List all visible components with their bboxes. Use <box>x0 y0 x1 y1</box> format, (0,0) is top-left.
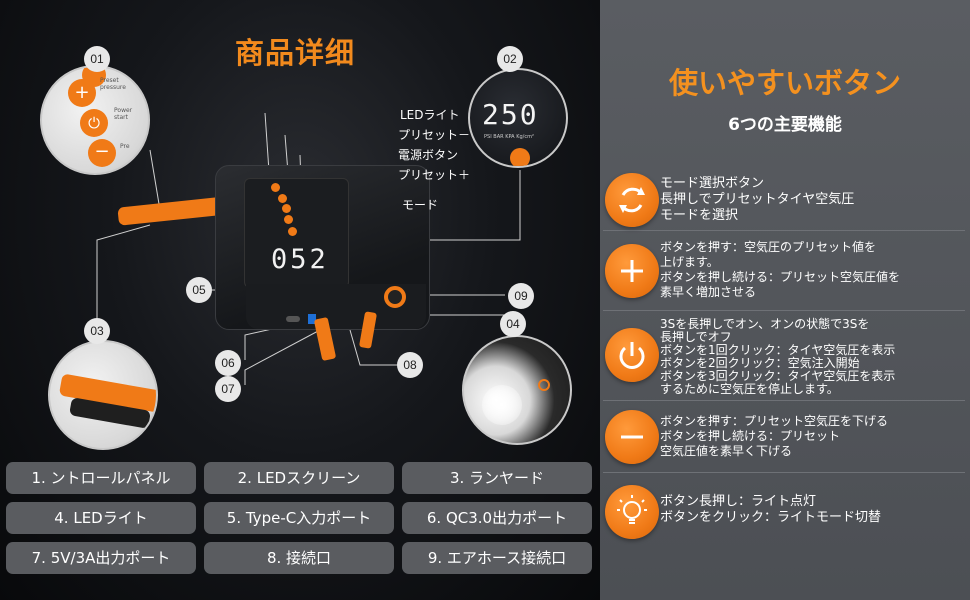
power-icon <box>605 328 659 382</box>
zoom-led-light <box>462 335 572 445</box>
led-indicator <box>538 379 550 391</box>
unit-kgcm: Kg/cm² <box>516 134 534 140</box>
unit-kpa: KPA <box>505 134 515 140</box>
callout-09: 09 <box>508 283 534 309</box>
feature-mode-text: モード選択ボタン 長押しでプリセットタイヤ空気圧 モードを選択 <box>660 176 855 223</box>
label-power-button: 電源ボタン <box>398 148 459 162</box>
air-hose-port <box>384 286 406 308</box>
features-subtitle: 6つの主要機能 <box>728 115 842 135</box>
features-title: 使いやすいボタン <box>668 66 901 100</box>
btn-led <box>271 183 280 192</box>
label-led-light: LEDライト <box>400 108 460 122</box>
spec-pill-5: 5. Type-C入力ポート <box>204 502 394 534</box>
feature-divider-3 <box>603 400 965 401</box>
usb-a-port <box>308 314 316 324</box>
label-preset-plus: プリセット＋ <box>398 168 471 182</box>
features-panel: 使いやすいボタン 6つの主要機能 <box>600 0 970 600</box>
power-zoom-button: ⏻ <box>80 109 108 137</box>
callout-02: 02 <box>497 46 523 72</box>
zoom-label-power: Power start <box>114 107 133 121</box>
callout-04: 04 <box>500 311 526 337</box>
feature-light-text: ボタン長押し：ライト点灯 ボタンをクリック：ライトモード切替 <box>660 494 882 525</box>
product-detail-panel: 商品详细 + ⏻ − Preset pressure Power sta <box>0 0 600 600</box>
preset-plus-zoom-button: + <box>68 79 96 107</box>
led-glow <box>482 385 522 425</box>
spec-pill-6: 6. QC3.0出力ポート <box>402 502 592 534</box>
lightbulb-icon <box>605 485 659 539</box>
feature-plus-text: ボタンを押す：空気圧のプリセット値を 上げます。 ボタンを押し続ける：プリセット… <box>660 240 901 299</box>
callout-05: 05 <box>186 277 212 303</box>
label-mode: モード <box>402 198 439 212</box>
feature-divider-4 <box>603 472 965 473</box>
feature-power-text: 3Sを長押しでオン、オンの状態で3Sを 長押しでオフ ボタンを1回クリック：タイ… <box>660 317 896 396</box>
zoom-units-row: PSI BAR KPA Kg/cm² <box>484 134 534 140</box>
spec-pill-8: 8. 接続口 <box>204 542 394 574</box>
minus-zoom-button: − <box>88 139 116 167</box>
zoom-label-pre: Pre <box>120 143 130 150</box>
minus-icon <box>605 410 659 464</box>
btn-power <box>282 204 291 213</box>
zoom-display-digits: 250 <box>482 98 539 131</box>
mode-zoom-button <box>510 148 530 166</box>
zoom-lcd-screen: 250 PSI BAR KPA Kg/cm² <box>468 68 568 168</box>
zoom-label-preset: Preset pressure <box>100 77 126 91</box>
feature-divider-1 <box>603 230 965 231</box>
callout-03: 03 <box>84 318 110 344</box>
mode-refresh-icon <box>605 173 659 227</box>
zoom-control-panel: + ⏻ − Preset pressure Power start Pre <box>40 65 150 175</box>
product-detail-title: 商品详细 <box>234 36 355 70</box>
label-preset-minus: プリセット－ <box>398 128 471 142</box>
spec-pill-9: 9. エアホース接続口 <box>402 542 592 574</box>
spec-pill-2: 2. LEDスクリーン <box>204 462 394 494</box>
spec-pill-3: 3. ランヤード <box>402 462 592 494</box>
zoom-lanyard <box>48 340 158 450</box>
unit-bar: BAR <box>493 134 504 140</box>
usb-c-port <box>286 316 300 322</box>
btn-preset-plus <box>284 215 293 224</box>
spec-pill-1: 1. ントロールパネル <box>6 462 196 494</box>
feature-minus-text: ボタンを押す：プリセット空気圧を下げる ボタンを押し続ける：プリセット 空気圧値… <box>660 414 889 458</box>
unit-psi: PSI <box>484 134 492 140</box>
spec-pill-7: 7. 5V/3A出力ポート <box>6 542 196 574</box>
callout-06: 06 <box>215 350 241 376</box>
callout-01: 01 <box>84 46 110 72</box>
btn-preset-minus <box>278 194 287 203</box>
feature-divider-2 <box>603 310 965 311</box>
callout-07: 07 <box>215 376 241 402</box>
spec-pill-4: 4. LEDライト <box>6 502 196 534</box>
plus-icon <box>605 244 659 298</box>
btn-mode <box>288 227 297 236</box>
callout-08: 08 <box>397 352 423 378</box>
device-lcd-digits: 052 <box>271 244 329 275</box>
air-pump-device: 052 <box>215 165 430 330</box>
